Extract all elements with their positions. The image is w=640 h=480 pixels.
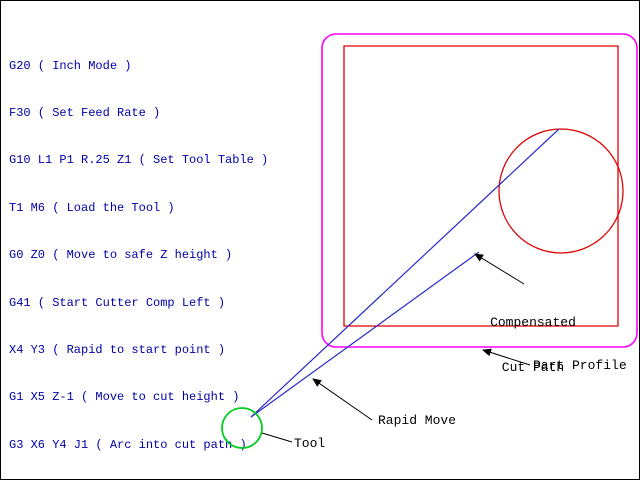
gcode-line: F30 ( Set Feed Rate )	[9, 105, 161, 120]
part-profile-label: Part Profile	[533, 358, 627, 373]
part-profile-arrow	[482, 348, 530, 365]
gcode-line: G3 X6 Y4 J1 ( Arc into cut path )	[9, 437, 247, 452]
tool-label: Tool	[294, 436, 326, 451]
gcode-line: X4 Y3 ( Rapid to start point )	[9, 342, 226, 357]
cut-path-rectangle	[344, 46, 618, 326]
gcode-line: G0 Z0 ( Move to safe Z height )	[9, 248, 233, 263]
gcode-line: G20 ( Inch Mode )	[9, 58, 132, 73]
rapid-move-label: Rapid Move	[378, 413, 457, 428]
part-profile-outline	[322, 34, 637, 347]
rapid-return-line	[251, 129, 559, 417]
gcode-line: G10 L1 P1 R.25 Z1 ( Set Tool Table )	[9, 153, 269, 168]
compensated-cut-path-label-line1: Compensated	[490, 315, 576, 330]
rapid-move-line	[251, 252, 479, 417]
gcode-line: G1 X5 Z-1 ( Move to cut height )	[9, 390, 240, 405]
gcode-listing: G20 ( Inch Mode ) F30 ( Set Feed Rate ) …	[9, 27, 283, 479]
compensated-cut-path-label-line2: Cut Path	[501, 360, 565, 375]
rapid-move-arrow	[312, 378, 372, 420]
tool-leader-line	[262, 433, 292, 442]
compensated-cut-path-label: Compensated Cut Path	[470, 285, 596, 405]
gcode-line: T1 M6 ( Load the Tool )	[9, 200, 175, 215]
gcode-line: G41 ( Start Cutter Comp Left )	[9, 295, 226, 310]
compensated-cut-path-arrow	[474, 253, 524, 284]
tool-circle	[222, 408, 262, 448]
cut-path-lead-arc-circle	[499, 129, 623, 253]
